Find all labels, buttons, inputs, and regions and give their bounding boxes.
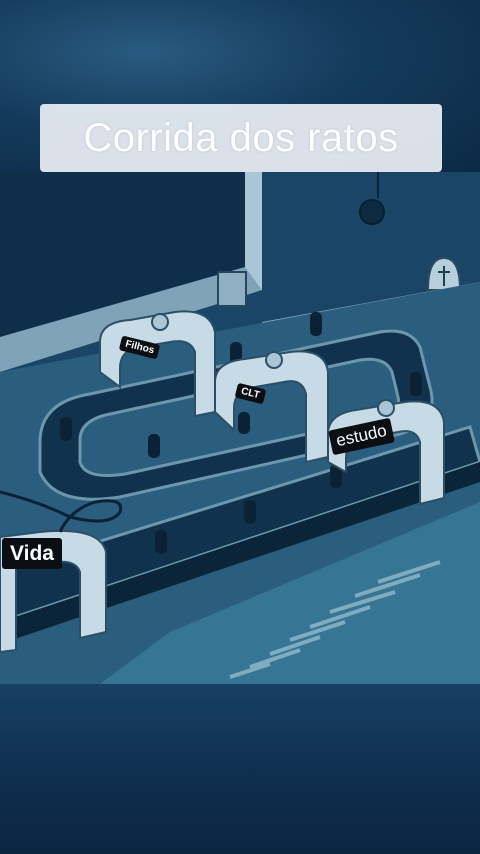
background-bottom — [0, 684, 480, 854]
hanging-lamp — [359, 199, 385, 225]
conveyor-straight — [0, 425, 480, 624]
rat-race-illustration — [0, 172, 480, 684]
wall-outlet — [217, 271, 247, 307]
label-vida: Vida — [2, 538, 62, 570]
monitor-screen — [0, 172, 245, 337]
title-banner: Corrida dos ratos — [40, 104, 442, 172]
arch-clt — [214, 350, 329, 464]
monitor-frame — [245, 172, 262, 292]
title-text: Corrida dos ratos — [83, 115, 399, 160]
rats — [60, 312, 422, 554]
